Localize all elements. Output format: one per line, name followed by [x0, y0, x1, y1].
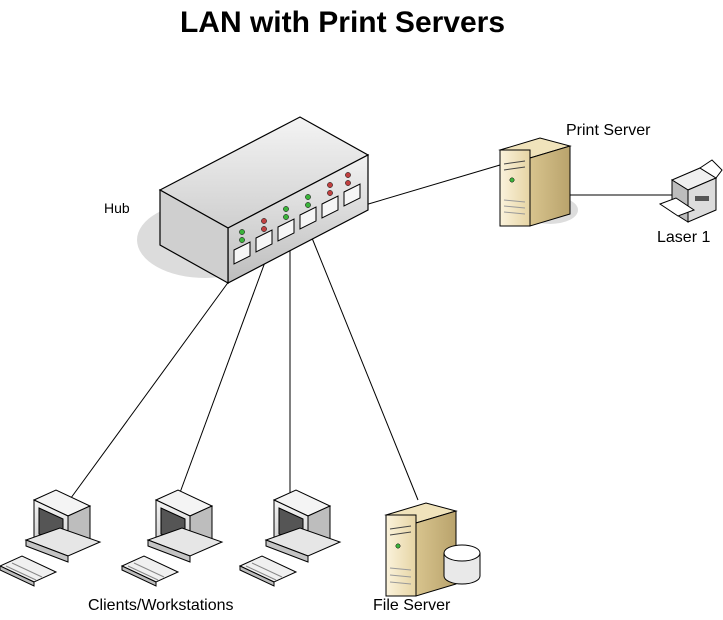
laser-label: Laser 1 — [657, 229, 711, 246]
print-server-icon — [498, 137, 578, 227]
file-server-icon — [384, 502, 481, 597]
clients-label: Clients/Workstations — [88, 597, 234, 614]
printer-icon — [658, 159, 723, 223]
network-links — [67, 164, 690, 503]
link-hub-file-server — [311, 237, 419, 501]
file-server-label: File Server — [373, 597, 451, 614]
hub-ports — [233, 183, 361, 265]
workstation-1 — [0, 489, 102, 587]
hub-leds — [239, 172, 351, 243]
link-hub-client-2 — [177, 253, 269, 499]
diagram-title: LAN with Print Servers — [179, 6, 506, 39]
workstation-icon — [0, 489, 342, 587]
workstation-3 — [238, 489, 342, 587]
storage-disk-icon — [443, 544, 481, 585]
link-hub-print-server — [364, 164, 501, 206]
link-hub-client-1 — [67, 261, 244, 503]
hub-label: Hub — [104, 200, 130, 216]
hub-icon — [137, 116, 370, 285]
print-server-label: Print Server — [566, 122, 651, 139]
workstation-2 — [120, 489, 224, 587]
